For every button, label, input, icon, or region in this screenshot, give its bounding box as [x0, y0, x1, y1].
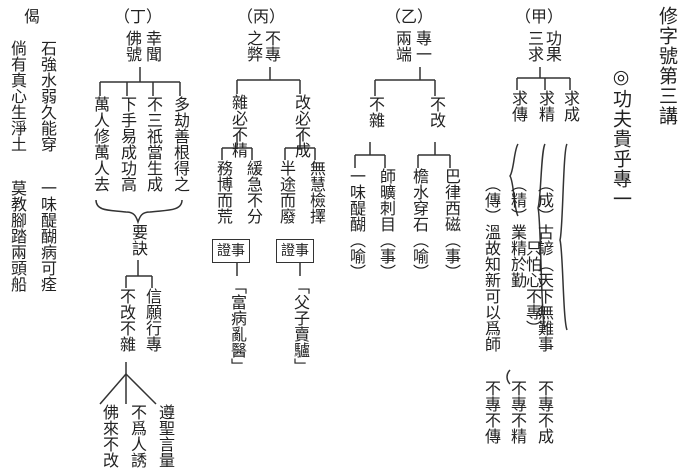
- verse-line-1: 石強水弱久能穿: [38, 40, 57, 152]
- bing-proof-box-2: 證事: [212, 239, 250, 263]
- ding-sub-2: 不三祇當生成: [144, 96, 163, 192]
- bing-item-3: 緩急不分: [244, 160, 263, 224]
- section-bing-head-2: 之弊: [244, 30, 263, 62]
- jia-sub-cheng: 求成: [561, 90, 580, 122]
- jia-note-chuan: （傳）溫故知新可以爲師: [482, 176, 501, 352]
- ding-key: 要訣: [129, 224, 148, 256]
- verse-label: 偈: [24, 7, 41, 26]
- verse-line-3: 倘有真心生淨土: [8, 40, 27, 152]
- section-jia-label: （甲）: [515, 7, 564, 26]
- section-yi-label: （乙）: [385, 7, 434, 26]
- ding-outcome-1: 遵聖言量: [156, 404, 175, 468]
- bing-proof-note-2: 「富病亂醫」: [228, 278, 247, 374]
- ding-outcome-3: 佛來不改: [100, 404, 119, 468]
- yi-item-3: 師曠刺目（事）: [377, 168, 396, 280]
- section-ding-head-1: 幸聞: [143, 30, 162, 62]
- ding-outcome-2: 不爲人誘: [128, 404, 147, 468]
- verse-line-4: 莫教腳踏兩頭船: [8, 180, 27, 292]
- ding-key-item-2: 不改不雜: [117, 288, 136, 352]
- verse-line-2: 一味醍醐病可痊: [38, 180, 57, 292]
- section-jia-head-1: 功果: [543, 30, 562, 62]
- ding-sub-3: 下手易成功高: [118, 96, 137, 192]
- yi-item-2: 檐水穿石（喻）: [410, 168, 429, 280]
- jia-note-cheng: （成）古諺（天下無難事: [535, 176, 554, 352]
- jia-result-jing: 不專不精: [508, 380, 527, 444]
- jia-result-chuan: 不專不傳: [482, 380, 501, 444]
- ding-sub-1: 多劫善根得之: [171, 96, 190, 192]
- bing-sub-gai: 改必不成: [292, 94, 311, 158]
- bing-proof-box-1: 證事: [276, 239, 314, 263]
- section-yi-head-1: 專一: [413, 30, 432, 62]
- bing-proof-note-1: 「父子賣驢」: [291, 278, 310, 374]
- section-bing-label: （丙）: [237, 7, 286, 26]
- section-yi-head-2: 兩端: [393, 30, 412, 62]
- ding-key-item-1: 信願行專: [143, 288, 162, 352]
- bing-sub-za: 雜必不精: [229, 94, 248, 158]
- jia-note-cheng-2: 只怕心不專）: [523, 240, 542, 336]
- section-ding-head-2: 佛號: [123, 30, 142, 62]
- jia-sub-chuan: 求傳: [509, 90, 528, 122]
- lecture-title: 修字號第三講: [656, 6, 678, 126]
- bing-item-2: 半途而廢: [277, 160, 296, 224]
- bing-item-4: 務博而荒: [214, 160, 233, 224]
- jia-sub-jing: 求精: [536, 90, 555, 122]
- yi-item-1: 巴律西磁（事）: [442, 168, 461, 280]
- lecture-theme: ◎功夫貴乎專一: [610, 66, 632, 209]
- section-ding-label: （丁）: [114, 7, 163, 26]
- jia-result-cheng: 不專不成: [535, 380, 554, 444]
- section-jia-head-2: 三求: [525, 30, 544, 62]
- yi-sub-bugai: 不改: [427, 96, 446, 128]
- section-bing-head-1: 不專: [262, 30, 281, 62]
- yi-sub-buza: 不雜: [366, 96, 385, 128]
- yi-item-4: 一味醍醐（喻）: [347, 168, 366, 280]
- ding-sub-4: 萬人修萬人去: [91, 96, 110, 192]
- jia-note-jing: （精）業精於勤: [508, 176, 527, 288]
- bing-item-1: 無慧檢擇: [307, 160, 326, 224]
